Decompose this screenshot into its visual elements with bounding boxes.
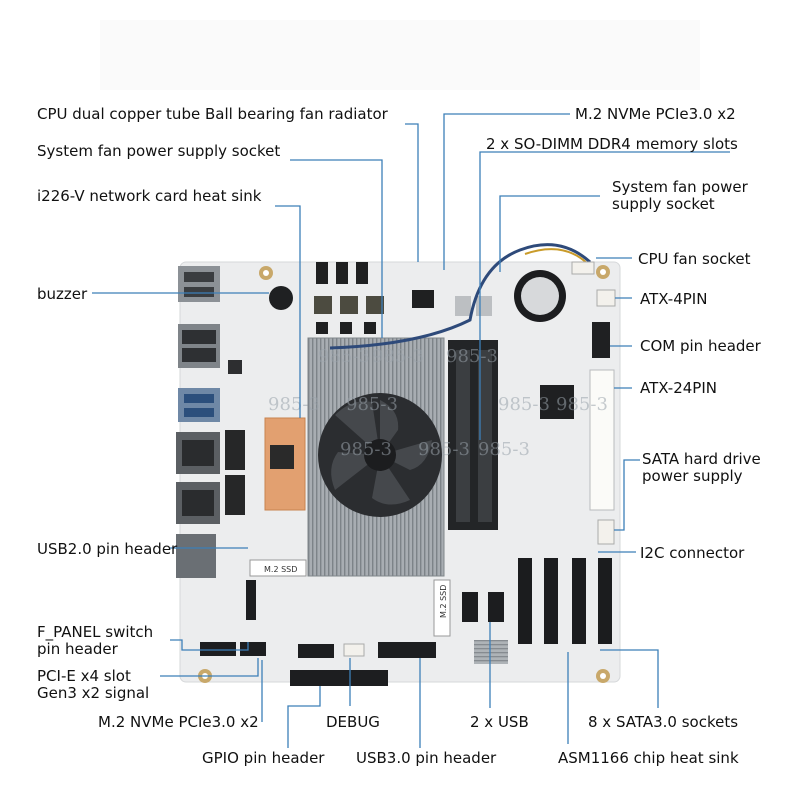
- label-sata-power-line2: power supply: [642, 467, 743, 485]
- label-sata8: 8 x SATA3.0 sockets: [588, 713, 739, 731]
- svg-text:985-3: 985-3: [478, 439, 530, 460]
- label-debug: DEBUG: [326, 713, 380, 731]
- rear-components: [225, 262, 492, 515]
- sata-sockets: [518, 558, 612, 644]
- sio-chip: [540, 385, 574, 419]
- leader-gpio: [287, 686, 321, 748]
- leader-m2-top: [443, 113, 570, 270]
- sata-power-connector: [597, 519, 615, 545]
- svg-text:985-3: 985-3: [346, 394, 398, 415]
- svg-text:985-3: 985-3: [340, 439, 392, 460]
- label-usb2-header: USB2.0 pin header: [37, 540, 178, 558]
- svg-text:985-3: 985-3: [372, 346, 424, 367]
- leader-lines: [92, 113, 730, 748]
- label-sys-fan-socket-left: System fan power supply socket: [37, 142, 281, 160]
- buzzer-component: [269, 286, 293, 310]
- label-i2c: I2C connector: [640, 544, 745, 562]
- label-pcie-line2: Gen3 x2 signal: [37, 684, 150, 702]
- svg-text:985-3: 985-3: [318, 346, 370, 367]
- label-gpio: GPIO pin header: [202, 749, 325, 767]
- rear-io-ports: [176, 266, 220, 578]
- leader-cpu-fan-radiator: [405, 123, 419, 262]
- sodimm-slots: [448, 340, 498, 530]
- label-cpu-fan-radiator: CPU dual copper tube Ball bearing fan ra…: [37, 105, 388, 123]
- watermarks: 985-3 985-3 985-3 985-3 985-3 985-3 985-…: [268, 346, 608, 460]
- label-sata-power: SATA hard drive power supply: [642, 451, 761, 485]
- label-usb3-header: USB3.0 pin header: [356, 749, 497, 767]
- label-fpanel: F_PANEL switch pin header: [37, 624, 153, 658]
- label-sys-fan-right-line1: System fan power: [612, 178, 748, 196]
- leader-sata8: [600, 649, 659, 708]
- label-asm1166: ASM1166 chip heat sink: [558, 749, 739, 767]
- label-m2-bottom: M.2 NVMe PCIe3.0 x2: [98, 713, 259, 731]
- svg-text:985-3: 985-3: [446, 346, 498, 367]
- internal-usb-ports: [462, 592, 504, 622]
- fan-cable: [329, 243, 592, 350]
- asm1166-heat-sink: [474, 640, 508, 664]
- label-sys-fan-right: System fan power supply socket: [612, 179, 748, 213]
- label-fpanel-line1: F_PANEL switch: [37, 623, 154, 641]
- label-atx24: ATX-24PIN: [640, 379, 717, 397]
- label-cpu-fan: CPU fan socket: [638, 250, 751, 268]
- svg-text:985-3: 985-3: [556, 394, 608, 415]
- top-background-band: [100, 20, 700, 90]
- label-fpanel-line2: pin header: [37, 640, 118, 658]
- svg-text:985-3: 985-3: [498, 394, 550, 415]
- label-sys-fan-right-line2: supply socket: [612, 195, 715, 213]
- bottom-headers: [200, 580, 436, 686]
- leader-sodimm: [479, 151, 730, 440]
- label-m2-top: M.2 NVMe PCIe3.0 x2: [575, 105, 736, 123]
- m2-ssd-right-mark: M.2 SSD: [439, 585, 448, 618]
- label-atx4: ATX-4PIN: [640, 290, 708, 308]
- m2-slots: [249, 559, 451, 637]
- label-com: COM pin header: [640, 337, 761, 355]
- leader-sys-fan-left: [290, 159, 383, 338]
- m2-ssd-left-mark: M.2 SSD: [264, 565, 297, 574]
- leader-pcie: [160, 658, 259, 677]
- svg-text:985-3: 985-3: [268, 394, 320, 415]
- label-i226-heatsink: i226-V network card heat sink: [37, 187, 262, 205]
- label-pcie-line1: PCI-E x4 slot: [37, 667, 131, 685]
- leader-i226: [275, 205, 301, 418]
- atx4-connector: [596, 289, 616, 307]
- leader-sys-fan-right: [499, 195, 600, 272]
- atx24-connector: [589, 369, 615, 511]
- label-sata-power-line1: SATA hard drive: [642, 450, 761, 468]
- leader-fpanel: [170, 639, 249, 651]
- label-buzzer: buzzer: [37, 285, 88, 303]
- label-sodimm: 2 x SO-DIMM DDR4 memory slots: [486, 135, 738, 153]
- cpu-fan-connector: [571, 261, 595, 275]
- label-pcie: PCI-E x4 slot Gen3 x2 signal: [37, 668, 149, 702]
- label-two-usb: 2 x USB: [470, 713, 529, 731]
- com-header: [592, 322, 610, 358]
- svg-text:985-3: 985-3: [418, 439, 470, 460]
- leader-sata-power: [614, 459, 640, 531]
